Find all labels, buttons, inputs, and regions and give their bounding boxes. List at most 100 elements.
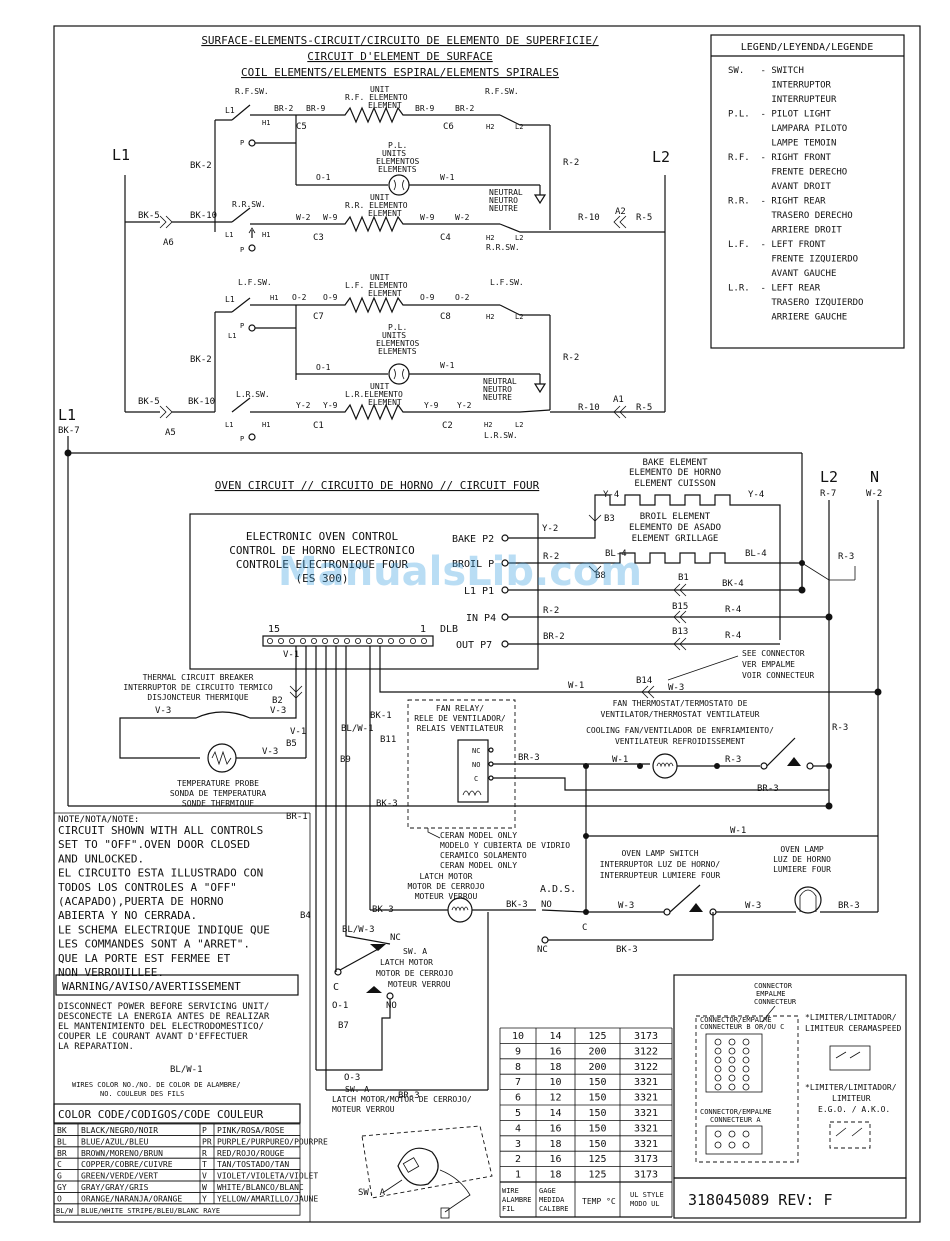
page-border	[53, 25, 921, 1223]
l2-terminal-2: L2	[515, 234, 523, 242]
wire-blw3: BL/W-3	[342, 925, 375, 935]
wire-w2-oven: W-2	[866, 489, 882, 499]
wire-color-note-1: WIRES COLOR NO./NO. DE COLOR DE ALAMBRE/	[72, 1081, 241, 1089]
connector-pin	[728, 1038, 736, 1046]
h1-terminal-3: H1	[270, 294, 278, 302]
wire-bl4-left: BL-4	[605, 549, 627, 559]
h2-terminal-2: H2	[486, 234, 494, 242]
warning-text: DISCONNECT POWER BEFORE SERVICING UNIT/D…	[58, 1002, 270, 1052]
connector-pin	[714, 1038, 722, 1046]
cooling-fan-label-1: COOLING FAN/VENTILADOR DE ENFRIAMIENTO/	[586, 726, 774, 735]
color-cell: PR	[202, 1137, 212, 1146]
connector-pin	[742, 1056, 750, 1064]
wire-cell: 2	[515, 1154, 521, 1165]
wire-bk3-latch: BK-3	[372, 905, 394, 915]
l1-terminal-3: L1	[225, 295, 235, 304]
eoc-title-3: CONTROLE ELECTRONIQUE FOUR	[236, 558, 409, 571]
wire-cell: 3321	[634, 1139, 658, 1150]
cooling-fan-label-2: VENTILATEUR REFROIDISSEMENT	[615, 737, 745, 746]
wire-cell: 3321	[634, 1077, 658, 1088]
wire-cell: 125	[588, 1154, 606, 1165]
tcb-label-2: INTERRUPTOR DE CIRCUITO TERMICO	[123, 683, 272, 692]
lr-element-label: ELEMENT	[368, 398, 402, 407]
connector-pin	[728, 1047, 736, 1055]
legend-line-8: FRENTE DERECHO	[728, 168, 847, 178]
wire-w1-oven: W-1	[568, 681, 584, 691]
wire-w3-lamp-switch: W-3	[618, 901, 634, 911]
wire-cell: 14	[549, 1108, 561, 1119]
note-line-1: CIRCUIT SHOWN WITH ALL CONTROLS	[58, 824, 263, 837]
dlb-pin	[266, 638, 273, 645]
wire-w9-right: W-9	[420, 213, 435, 222]
wire-cell: 3321	[634, 1093, 658, 1104]
swa-bottom-label-2: LATCH MOTOR/MOTOR DE CERROJO/	[332, 1095, 472, 1104]
connector-b13: B13	[672, 627, 688, 637]
wire-bk3-relay: BK-3	[376, 799, 398, 809]
connector-c2: C2	[442, 421, 453, 431]
connector-pin	[742, 1130, 750, 1138]
wire-bk5-lower: BK-5	[138, 397, 160, 407]
wire-cell: 200	[588, 1046, 606, 1057]
wire-br2-out: BR-2	[543, 632, 565, 642]
oven-lamp-label-2: LUZ DE HORNO	[773, 855, 831, 864]
color-cell: V	[202, 1172, 207, 1181]
header-medida: MEDIDA	[539, 1196, 565, 1204]
warning-line-2: DESCONECTE LA ENERGIA ANTES DE REALIZAR	[58, 1012, 270, 1022]
wire-cell: 18	[549, 1062, 561, 1073]
dlb-pin	[420, 638, 427, 645]
color-cell: VIOLET/VIOLETA/VIOLET	[217, 1172, 318, 1181]
connector-c8: C8	[440, 312, 451, 322]
color-cell: BL/W	[56, 1207, 74, 1215]
connector-b9: B9	[340, 755, 351, 765]
wire-br1: BR-1	[286, 812, 308, 822]
wire-r2-in: R-2	[543, 606, 559, 616]
ceran-label-1: CERAN MODEL ONLY	[440, 831, 517, 840]
broil-element-label-2: ELEMENTO DE ASADO	[629, 523, 721, 533]
neutro-label-2: NEUTRO	[483, 385, 512, 394]
pilot-light-icon	[388, 174, 410, 196]
wire-cell: 150	[588, 1139, 606, 1150]
limiter-ego-icon	[829, 1121, 871, 1149]
note-line-10: QUE LA PORTE EST FERMEE ET	[58, 952, 231, 965]
connector-b2: B2	[272, 696, 283, 706]
note-line-2: SET TO "OFF".OVEN DOOR CLOSED	[58, 838, 250, 851]
wire-br9: BR-9	[306, 104, 325, 113]
bake-element-label-3: ELEMENT CUISSON	[634, 479, 715, 489]
oven-n-label: N	[870, 468, 879, 486]
pilot-units-2: UNITS	[382, 331, 406, 340]
color-cell: P	[202, 1126, 207, 1135]
dlb-pin	[321, 638, 328, 645]
limiter-label-2: LIMITEUR CERAMASPEED	[805, 1024, 902, 1033]
surface-title-1: SURFACE-ELEMENTS-CIRCUIT/CIRCUITO DE ELE…	[201, 34, 598, 47]
h1-terminal: H1	[262, 119, 270, 127]
wire-r4-top: R-4	[725, 605, 741, 615]
wire-bk10-lower: BK-10	[188, 397, 215, 407]
note-line-11: NON VERROUILLEE.	[58, 966, 164, 979]
wire-o1-lower: O-1	[316, 363, 331, 372]
wire-cell: 10	[512, 1031, 524, 1042]
pilot-elementos: ELEMENTOS	[376, 157, 420, 166]
wire-color-example: BL/W-1	[170, 1065, 203, 1075]
part-number: 318045089 REV: F	[688, 1191, 833, 1209]
neutral-label: NEUTRAL	[489, 188, 523, 197]
connector-b7: B7	[338, 1021, 349, 1031]
pilot-elements: ELEMENTS	[378, 165, 417, 174]
wire-bk3-ads: BK-3	[506, 900, 528, 910]
oven-lamp-icon	[794, 886, 822, 914]
wire-bk5-top: BK-5	[138, 211, 160, 221]
relay-c: C	[474, 775, 478, 783]
connector-pin	[742, 1074, 750, 1082]
fan-relay-label-3: RELAIS VENTILATEUR	[417, 724, 504, 733]
rr-elemento-label: R.R. ELEMENTO	[345, 201, 408, 210]
connector-pin	[742, 1038, 750, 1046]
pilot-light-label: P.L.	[388, 141, 407, 150]
connector-b5: B5	[286, 739, 297, 749]
wire-cell: 9	[515, 1046, 521, 1057]
dlb-label: DLB	[440, 624, 458, 635]
wire-r4-bottom: R-4	[725, 631, 741, 641]
l1-terminal-2: L1	[225, 231, 233, 239]
header-ul-style: UL STYLE	[630, 1191, 664, 1199]
wire-br3-fan: BR-3	[757, 784, 779, 794]
wire-cell: 6	[515, 1093, 521, 1104]
